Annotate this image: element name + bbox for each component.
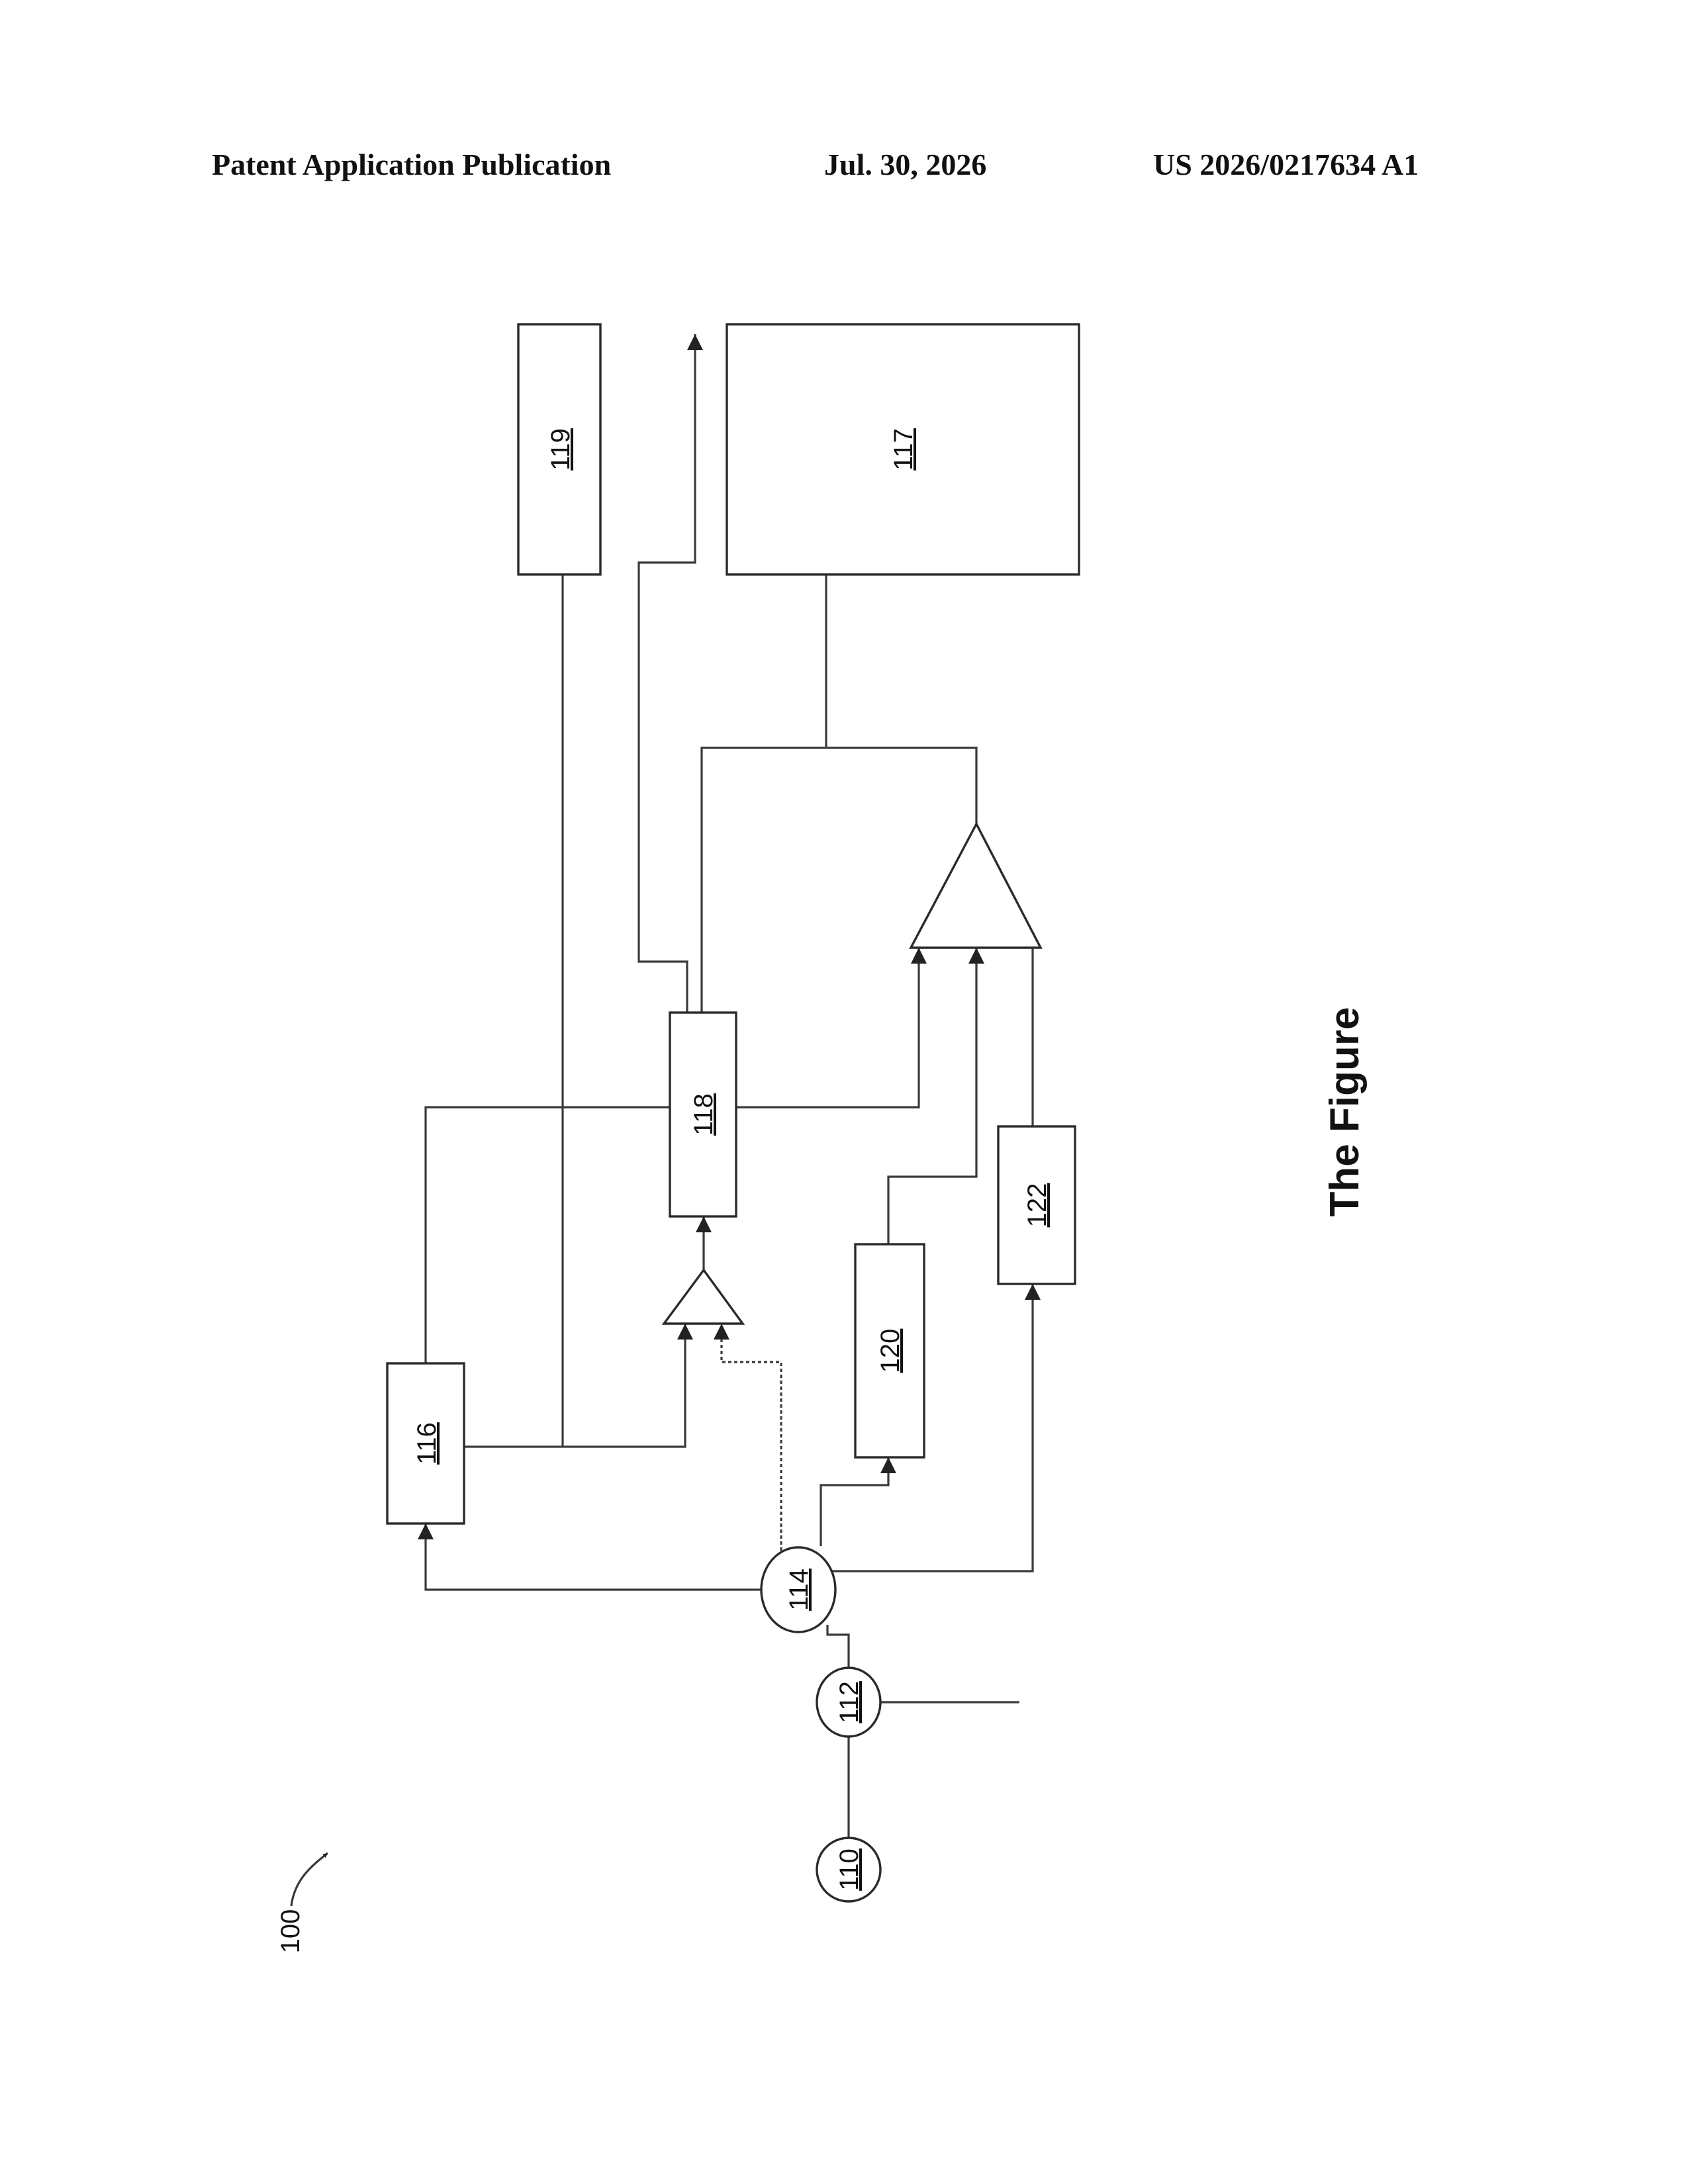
- component-122: 122: [998, 1126, 1075, 1284]
- wire-116-bus: [463, 1324, 685, 1447]
- system-reference-100: 100: [276, 1853, 328, 1953]
- wire-118-117: [702, 748, 976, 1013]
- component-119: 119: [518, 324, 600, 574]
- component-122-label: 122: [1023, 1183, 1052, 1228]
- component-117-label: 117: [889, 428, 918, 471]
- node-110-label: 110: [835, 1848, 864, 1891]
- component-119-label: 119: [546, 428, 575, 471]
- reference-arrow: [291, 1853, 328, 1906]
- component-118-label: 118: [689, 1093, 718, 1136]
- node-114: 114: [761, 1547, 835, 1632]
- wire-112-114: [827, 1625, 849, 1671]
- component-120: 120: [855, 1244, 924, 1457]
- amplifier-1: [664, 1270, 743, 1324]
- node-110: 110: [817, 1838, 880, 1901]
- wire-118-output: [639, 334, 695, 1013]
- component-117: 117: [727, 324, 1079, 574]
- node-112: 112: [817, 1668, 880, 1737]
- wire-114-116: [426, 1524, 761, 1590]
- component-116: 116: [387, 1363, 464, 1524]
- wire-120-amp2: [888, 948, 976, 1244]
- component-118: 118: [670, 1013, 736, 1216]
- wire-114-120: [821, 1457, 888, 1546]
- node-114-label: 114: [784, 1569, 814, 1611]
- wire-114-amp1-dashed: [722, 1324, 781, 1557]
- component-116-label: 116: [412, 1422, 442, 1465]
- amplifier-2: [911, 824, 1041, 948]
- node-112-label: 112: [835, 1681, 864, 1723]
- system-reference-label: 100: [276, 1909, 305, 1954]
- figure-title: The Figure: [1322, 1007, 1368, 1217]
- component-120-label: 120: [876, 1329, 905, 1373]
